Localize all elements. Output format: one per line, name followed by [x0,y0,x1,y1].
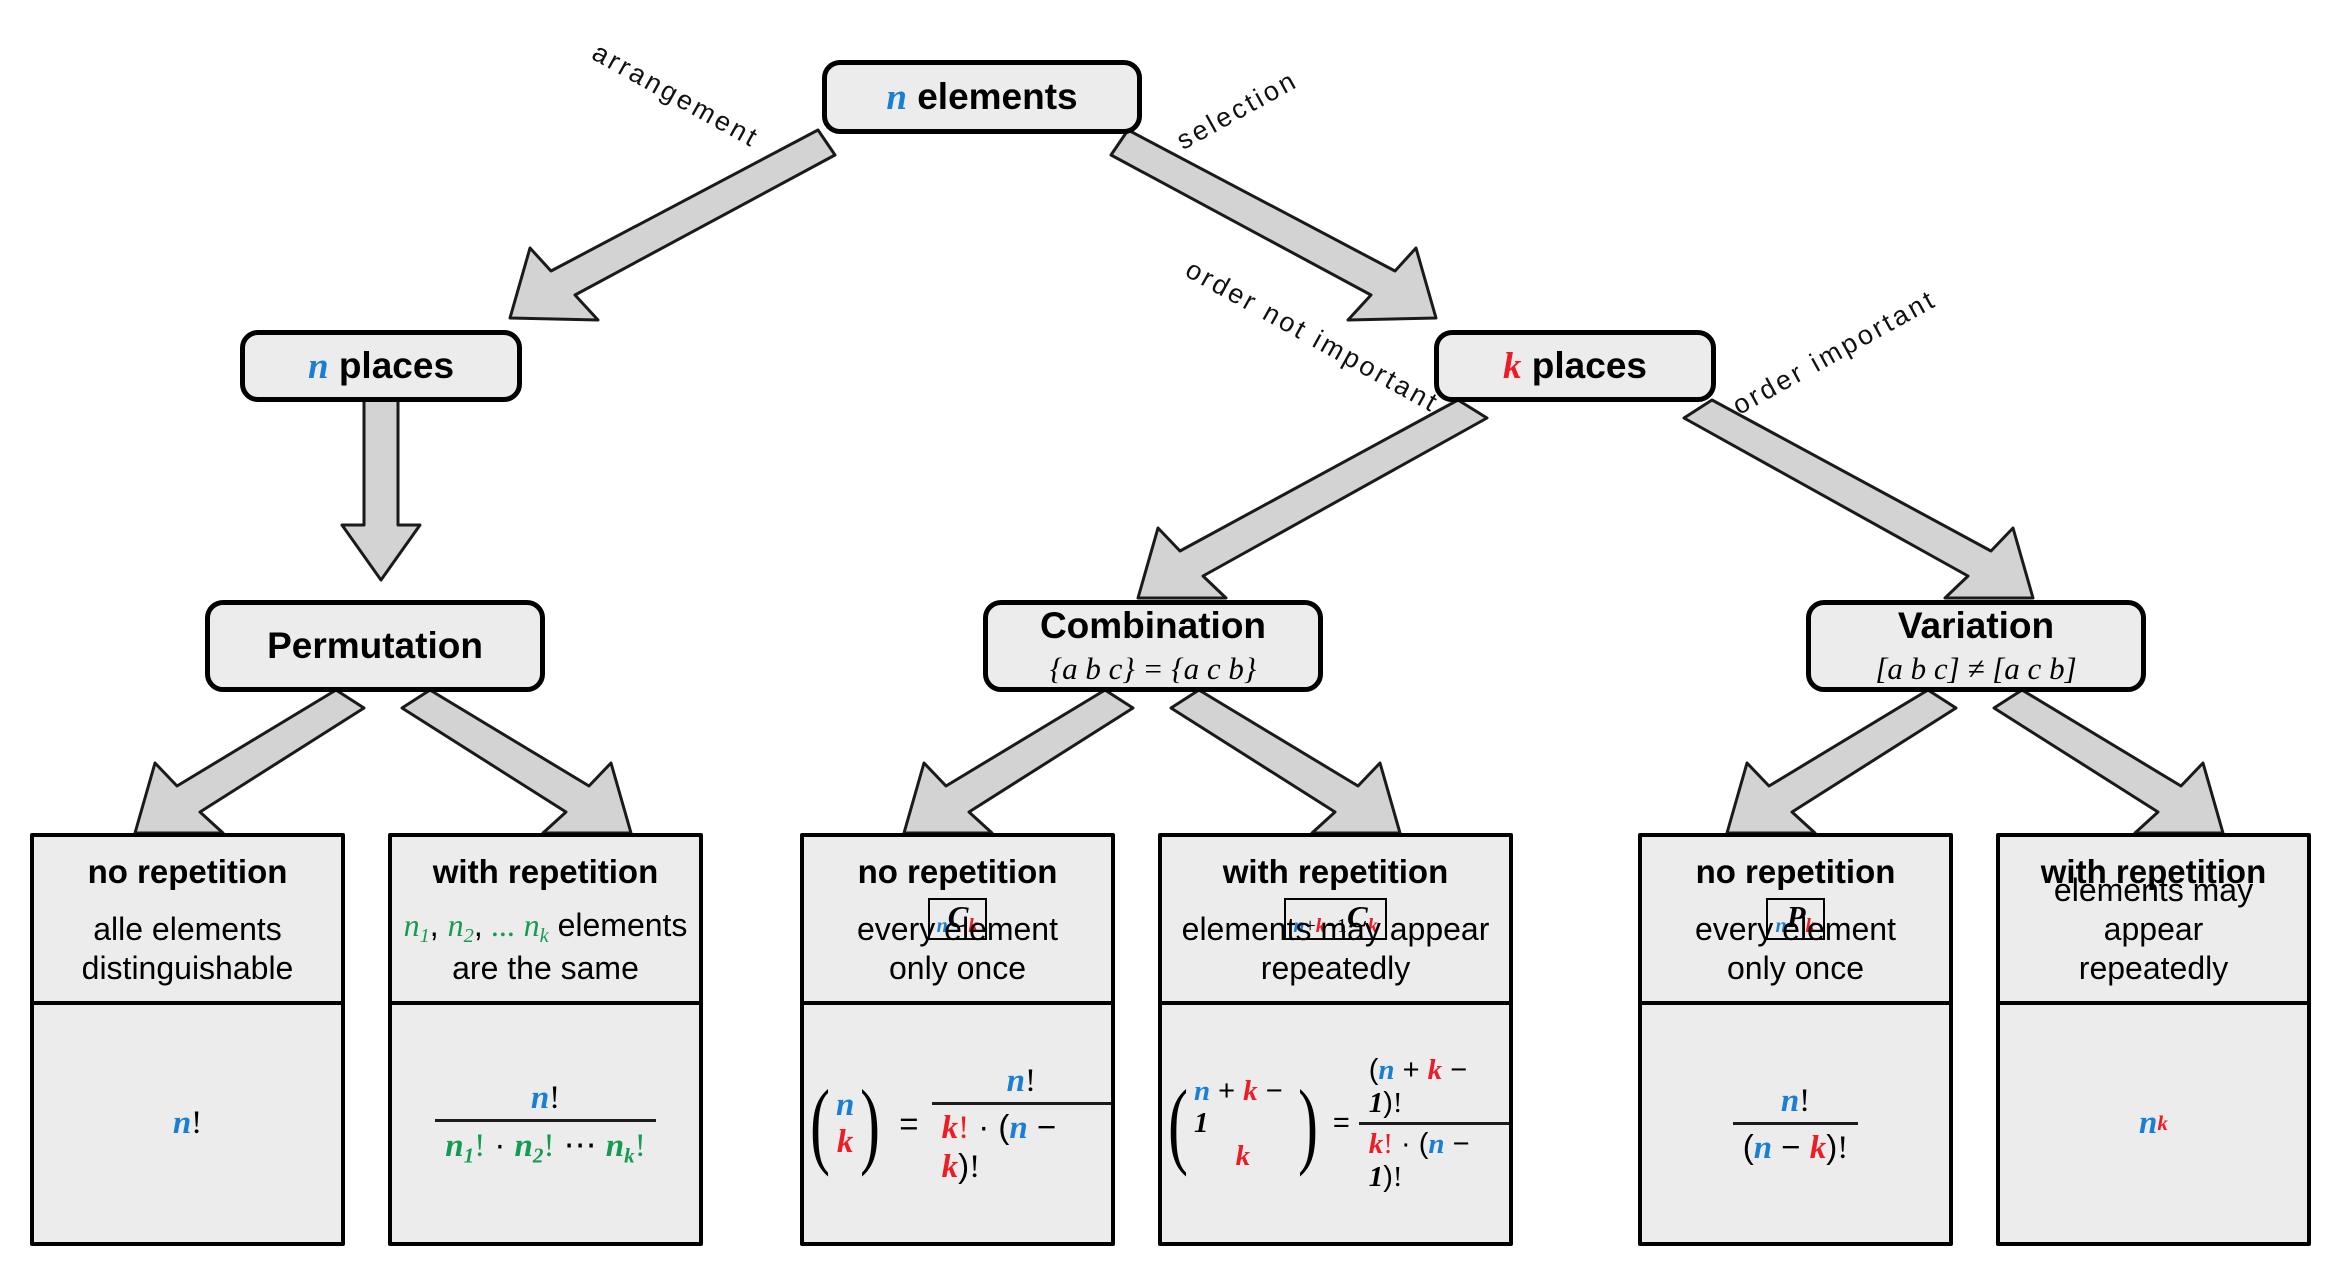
node-variation-subtitle: [a b c] ≠ [a c b] [1875,651,2077,687]
leaf-upper: with repetition elements may appear repe… [2000,837,2307,1005]
leaf-description: elements may appear repeatedly [2053,871,2254,986]
leaf-combination-with-repetition[interactable]: with repetition n+k−1Ck elements may app… [1158,833,1513,1246]
leaf-description: every element only once [1695,910,1896,986]
arrow-k-places-to-combination [1136,398,1489,600]
leaf-formula: n! [172,1105,203,1141]
leaf-formula: ( n k ) = n! k! · (n − k)! [804,1005,1111,1242]
leaf-description: n1, n2, ... nk elements are the same [403,906,688,986]
leaf-head: with repetition [2040,853,2267,890]
node-k-places-text: places [1531,344,1647,386]
arrow-variation-to-no-repetition [1725,688,1958,835]
node-n-elements[interactable]: n elements [822,60,1142,134]
arrow-combination-to-with-repetition [1169,688,1402,835]
edge-label-selection: selection [1171,64,1303,156]
node-k-places-label: k places [1503,345,1647,387]
leaf-upper: no repetition nCk every element only onc… [804,837,1111,1005]
leaf-combination-no-repetition[interactable]: no repetition nCk every element only onc… [800,833,1115,1246]
arrow-n-places-to-permutation [340,398,422,582]
node-combination-title: Combination [1039,604,1267,646]
notation-nPk: nPk [1766,897,1825,940]
node-n-places-text: places [338,344,455,386]
node-variation-title: Variation [1897,604,2055,646]
leaf-permutation-with-repetition[interactable]: with repetition n1, n2, ... nk elements … [388,833,703,1246]
leaf-variation-no-repetition[interactable]: no repetition nPk every element only onc… [1638,833,1953,1246]
leaf-head: with repetition [1222,853,1449,890]
arrow-combination-to-no-repetition [902,688,1135,835]
edge-label-order-important: order important [1727,283,1942,421]
leaf-head: no repetition [87,853,288,890]
leaf-head: no repetition [1695,853,1896,890]
arrow-root-to-k-places [1109,128,1438,322]
node-n-elements-label: n elements [886,76,1077,118]
symbol-n: n [886,76,907,118]
arrow-variation-to-with-repetition [1992,688,2225,835]
leaf-description: alle elements distinguishable [81,910,294,986]
leaf-formula: n! (n − k)! [1642,1005,1949,1242]
edge-label-order-not-important: order not important [1180,254,1445,419]
arrow-permutation-to-no-repetition [133,688,366,835]
leaf-upper: with repetition n+k−1Ck elements may app… [1162,837,1509,1005]
leaf-description: elements may appear repeatedly [1181,910,1490,986]
symbol-n: n [307,345,329,387]
node-n-places[interactable]: n places [240,330,522,402]
notation-nCk: nCk [927,897,988,940]
notation-n-plus-k-minus-1-C-k: n+k−1Ck [1284,897,1387,940]
arrow-k-places-to-variation [1682,398,2035,600]
leaf-head: with repetition [432,853,659,890]
leaf-variation-with-repetition[interactable]: with repetition elements may appear repe… [1996,833,2311,1246]
edge-label-arrangement: arrangement [587,37,765,154]
node-combination-subtitle: {a b c} = {a c b} [1049,651,1257,687]
node-variation[interactable]: Variation [a b c] ≠ [a c b] [1806,600,2146,692]
leaf-upper: with repetition n1, n2, ... nk elements … [392,837,699,1005]
node-k-places[interactable]: k places [1434,330,1716,402]
node-permutation[interactable]: Permutation [205,600,545,692]
arrow-root-to-n-places [508,128,837,322]
node-n-places-label: n places [308,345,454,387]
node-permutation-title: Permutation [267,625,483,667]
leaf-description: every element only once [857,910,1058,986]
leaf-upper: no repetition alle elements distinguisha… [34,837,341,1005]
leaf-head: no repetition [857,853,1058,890]
leaf-formula: ( n + k − 1 k ) = (n + k − 1)! k! [1162,1005,1509,1242]
node-combination[interactable]: Combination {a b c} = {a c b} [983,600,1323,692]
node-n-elements-text: elements [917,75,1078,117]
symbol-k: k [1503,345,1522,387]
arrow-permutation-to-with-repetition [400,688,633,835]
leaf-formula: n! n1! · n2! ⋯ nk! [392,1005,699,1242]
leaf-upper: no repetition nPk every element only onc… [1642,837,1949,1005]
leaf-permutation-no-repetition[interactable]: no repetition alle elements distinguisha… [30,833,345,1246]
